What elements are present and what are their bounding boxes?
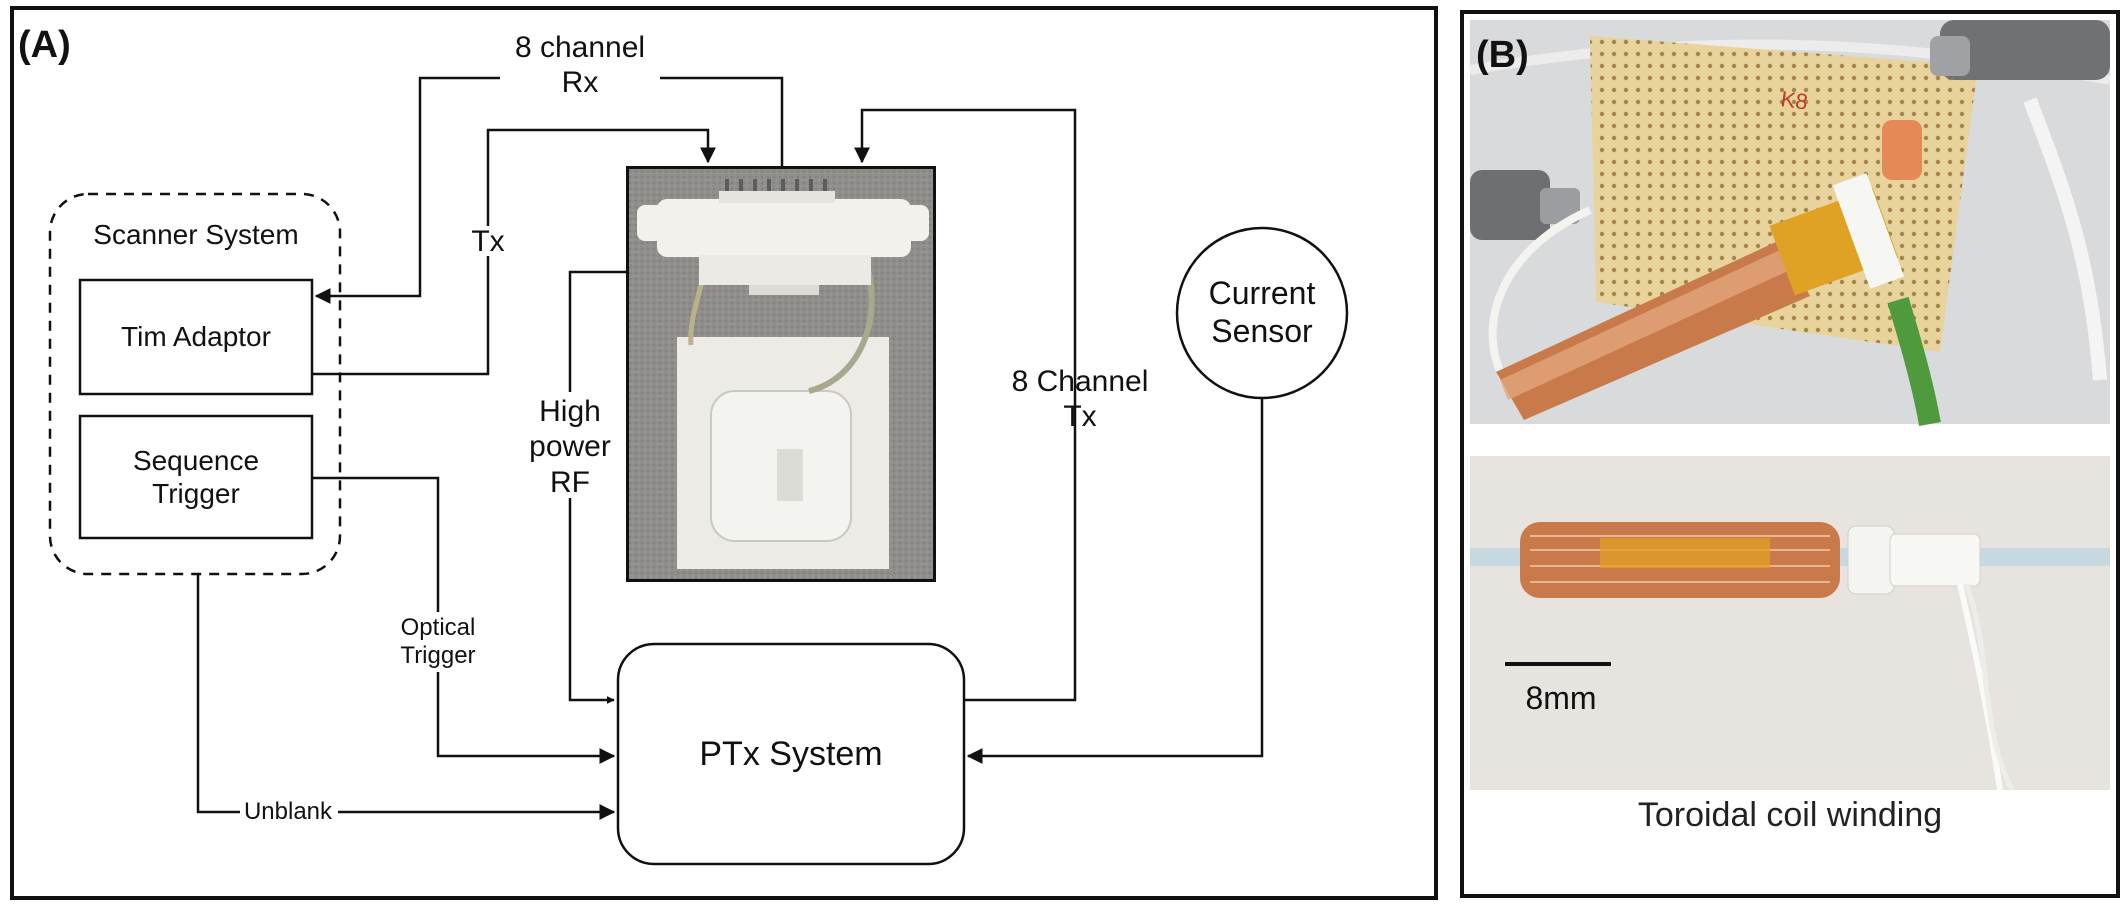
panel-b-label: (B) [1476, 34, 1529, 76]
current-sensor-label: Current Sensor [1208, 275, 1316, 349]
toroid-caption: Toroidal coil winding [1637, 796, 1943, 834]
rx-label: 8 channel Rx [514, 31, 646, 100]
unblank-label: Unblank [243, 798, 333, 825]
ptx-system-label: PTx System [699, 734, 883, 773]
tx-label: Tx [471, 225, 505, 258]
high-power-rf-label: High power RF [529, 395, 611, 499]
sequence-trigger-label: Sequence Trigger [132, 444, 260, 509]
optical-trigger-label: Optical Trigger [400, 614, 476, 670]
panel-b [1460, 10, 2120, 898]
channel-tx-label: 8 Channel Tx [1011, 365, 1149, 434]
coil-photo [626, 166, 936, 582]
tim-adaptor-label: Tim Adaptor [121, 321, 271, 353]
scale-bar-label: 8mm [1525, 680, 1597, 716]
panel-a-label: (A) [18, 24, 71, 66]
scanner-system-title: Scanner System [93, 219, 299, 250]
